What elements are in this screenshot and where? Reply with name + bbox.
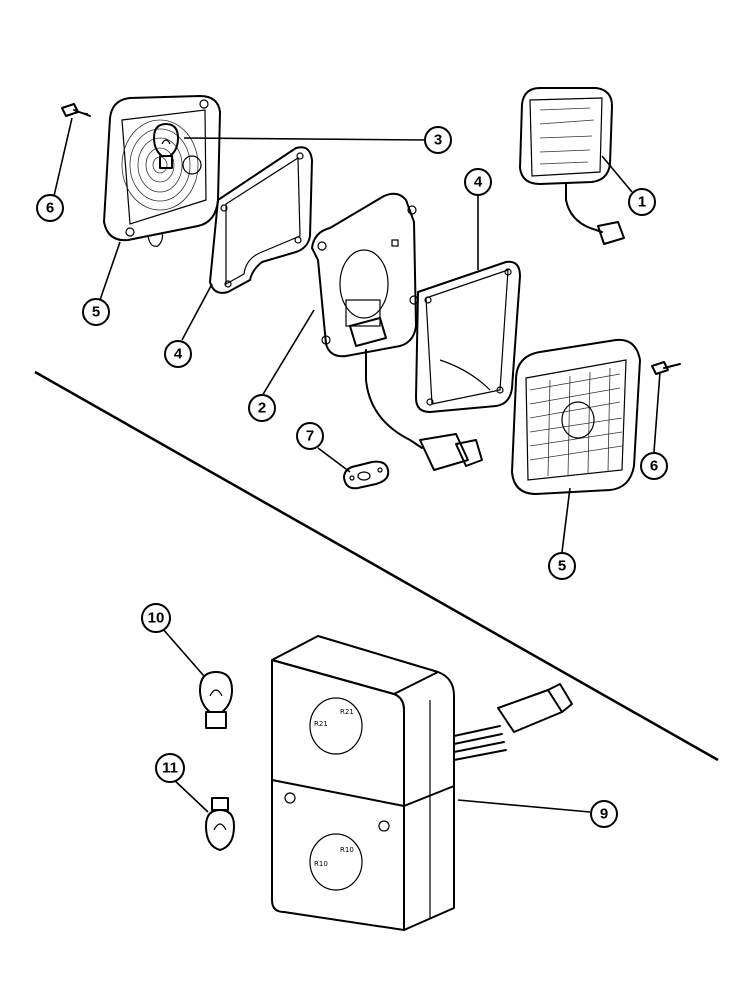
mounting-washer (343, 460, 390, 490)
section-divider-line (34, 370, 719, 762)
socket-mark-3: R10 (340, 846, 354, 854)
svg-text:10: 10 (148, 610, 165, 627)
lens-housing-left (103, 95, 221, 247)
bulb-small (153, 123, 179, 169)
svg-text:2: 2 (258, 400, 266, 417)
callout-4-right: 4 (464, 168, 492, 196)
socket-mark-2: R21 (314, 720, 328, 728)
bulb-medium (199, 671, 233, 729)
callout-6-left: 6 (36, 194, 64, 222)
svg-text:11: 11 (162, 760, 178, 777)
callout-7: 7 (296, 422, 324, 450)
screw-left (61, 103, 91, 117)
socket-mark-4: R10 (314, 860, 328, 868)
screw-right (651, 361, 681, 375)
socket-mark-1: R21 (340, 708, 354, 716)
callout-4-left: 4 (164, 340, 192, 368)
svg-text:5: 5 (558, 558, 566, 575)
leader-lines (53, 117, 661, 813)
gasket-right (415, 260, 521, 413)
svg-text:3: 3 (434, 132, 442, 149)
svg-text:6: 6 (46, 200, 54, 217)
svg-text:7: 7 (306, 428, 314, 445)
svg-text:1: 1 (638, 194, 646, 211)
callout-5-left: 5 (82, 298, 110, 326)
bulb-large (205, 797, 235, 851)
rear-lamp-unit: R21 R21 R10 R10 (271, 635, 573, 931)
callout-5-right: 5 (548, 552, 576, 580)
svg-text:6: 6 (650, 458, 658, 475)
callout-1: 1 (628, 188, 656, 216)
callout-9: 9 (590, 800, 618, 828)
gasket-left (209, 146, 313, 294)
svg-text:4: 4 (174, 346, 183, 363)
svg-text:9: 9 (600, 806, 608, 823)
callout-2: 2 (248, 394, 276, 422)
svg-text:4: 4 (474, 174, 483, 191)
svg-text:5: 5 (92, 304, 100, 321)
lamp-assembly-complete (519, 87, 625, 245)
lens-housing-right (511, 338, 641, 495)
callout-10: 10 (141, 603, 171, 633)
callout-3: 3 (424, 126, 452, 154)
callout-6-right: 6 (640, 452, 668, 480)
callout-11: 11 (155, 753, 185, 783)
base-plate (311, 192, 483, 471)
